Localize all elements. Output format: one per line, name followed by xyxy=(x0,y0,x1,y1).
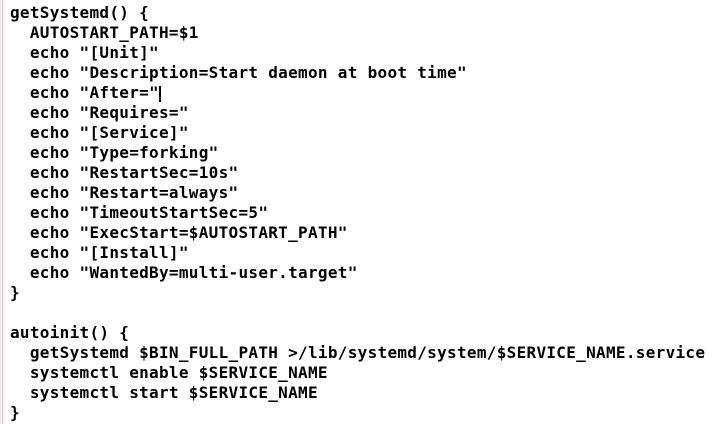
code-line xyxy=(10,303,728,323)
code-line: echo "RestartSec=10s" xyxy=(10,163,728,183)
code-line-text: } xyxy=(10,403,20,422)
code-line: echo "TimeoutStartSec=5" xyxy=(10,203,728,223)
code-line-text: echo "[Unit]" xyxy=(10,43,159,62)
code-line-text: AUTOSTART_PATH=$1 xyxy=(10,23,199,42)
code-line-text: } xyxy=(10,283,20,302)
code-line: echo "[Service]" xyxy=(10,123,728,143)
code-line-text: autoinit() { xyxy=(10,323,130,342)
code-line-text: echo "Type=forking" xyxy=(10,143,219,162)
code-line-text: echo "[Service]" xyxy=(10,123,189,142)
code-line: autoinit() { xyxy=(10,323,728,343)
code-line-text: echo "After=" xyxy=(10,83,159,102)
code-line-text: echo "ExecStart=$AUTOSTART_PATH" xyxy=(10,223,348,242)
code-line: echo "After=" xyxy=(10,83,728,103)
code-line: echo "WantedBy=multi-user.target" xyxy=(10,263,728,283)
code-line: systemctl enable $SERVICE_NAME xyxy=(10,363,728,383)
code-line: echo "[Install]" xyxy=(10,243,728,263)
text-caret xyxy=(159,86,161,102)
code-line-text: echo "[Install]" xyxy=(10,243,189,262)
code-area[interactable]: getSystemd() { AUTOSTART_PATH=$1 echo "[… xyxy=(5,0,728,424)
code-line: AUTOSTART_PATH=$1 xyxy=(10,23,728,43)
code-line: echo "Restart=always" xyxy=(10,183,728,203)
code-line: } xyxy=(10,283,728,303)
code-line: echo "Requires=" xyxy=(10,103,728,123)
code-line-text: echo "Description=Start daemon at boot t… xyxy=(10,63,467,82)
code-line-text: echo "TimeoutStartSec=5" xyxy=(10,203,269,222)
code-line-text: echo "Requires=" xyxy=(10,103,189,122)
code-line: echo "Type=forking" xyxy=(10,143,728,163)
code-line: echo "Description=Start daemon at boot t… xyxy=(10,63,728,83)
code-line: echo "ExecStart=$AUTOSTART_PATH" xyxy=(10,223,728,243)
code-line: getSystemd $BIN_FULL_PATH >/lib/systemd/… xyxy=(10,343,728,363)
code-line-text: systemctl start $SERVICE_NAME xyxy=(10,383,318,402)
code-line: systemctl start $SERVICE_NAME xyxy=(10,383,728,403)
code-line: echo "[Unit]" xyxy=(10,43,728,63)
window-left-edge xyxy=(0,0,5,424)
code-line-text: echo "RestartSec=10s" xyxy=(10,163,239,182)
code-line-text: getSystemd() { xyxy=(10,3,150,22)
code-line-text: echo "Restart=always" xyxy=(10,183,239,202)
code-line-text: echo "WantedBy=multi-user.target" xyxy=(10,263,358,282)
code-line-text: getSystemd $BIN_FULL_PATH >/lib/systemd/… xyxy=(10,343,706,362)
code-line: getSystemd() { xyxy=(10,3,728,23)
code-line-text: systemctl enable $SERVICE_NAME xyxy=(10,363,328,382)
code-line: } xyxy=(10,403,728,423)
